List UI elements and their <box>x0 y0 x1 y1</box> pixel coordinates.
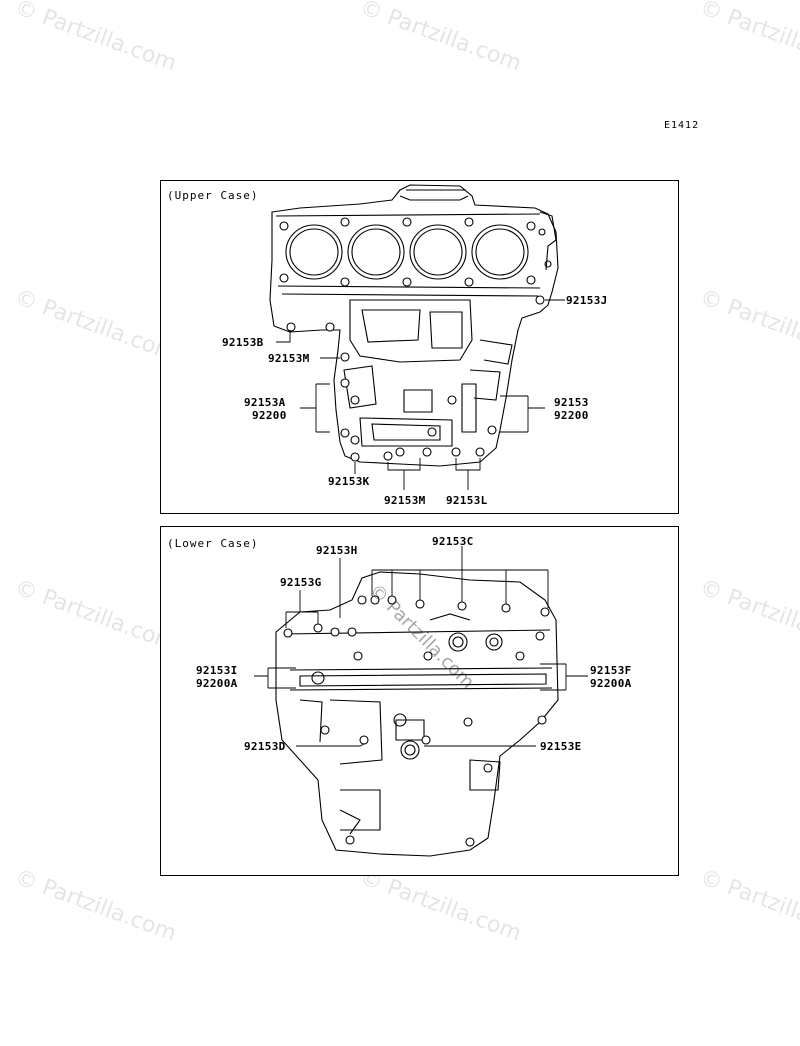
part-label-92153h[interactable]: 92153H <box>316 544 358 557</box>
part-label-92153d[interactable]: 92153D <box>244 740 286 753</box>
part-label-92153l[interactable]: 92153L <box>446 494 488 507</box>
part-label-92153m-upper[interactable]: 92153M <box>268 352 310 365</box>
part-label-92200a-left[interactable]: 92200A <box>196 677 238 690</box>
part-label-92153k[interactable]: 92153K <box>328 475 370 488</box>
part-label-92153m-lower[interactable]: 92153M <box>384 494 426 507</box>
lower-case-title: (Lower Case) <box>167 537 259 550</box>
upper-case-panel <box>160 180 679 514</box>
part-label-92153j[interactable]: 92153J <box>566 294 608 307</box>
part-label-92153f[interactable]: 92153F <box>590 664 632 677</box>
part-label-92200a-right[interactable]: 92200A <box>590 677 632 690</box>
part-label-92153a[interactable]: 92153A <box>244 396 286 409</box>
part-label-92153[interactable]: 92153 <box>554 396 589 409</box>
part-label-92153i[interactable]: 92153I <box>196 664 238 677</box>
part-label-92200-right[interactable]: 92200 <box>554 409 589 422</box>
part-label-92153c[interactable]: 92153C <box>432 535 474 548</box>
part-label-92153b[interactable]: 92153B <box>222 336 264 349</box>
upper-case-title: (Upper Case) <box>167 189 259 202</box>
part-label-92153g[interactable]: 92153G <box>280 576 322 589</box>
lower-case-panel <box>160 526 679 876</box>
part-label-92200-left[interactable]: 92200 <box>252 409 287 422</box>
diagram-code: E1412 <box>664 120 700 131</box>
part-label-92153e[interactable]: 92153E <box>540 740 582 753</box>
